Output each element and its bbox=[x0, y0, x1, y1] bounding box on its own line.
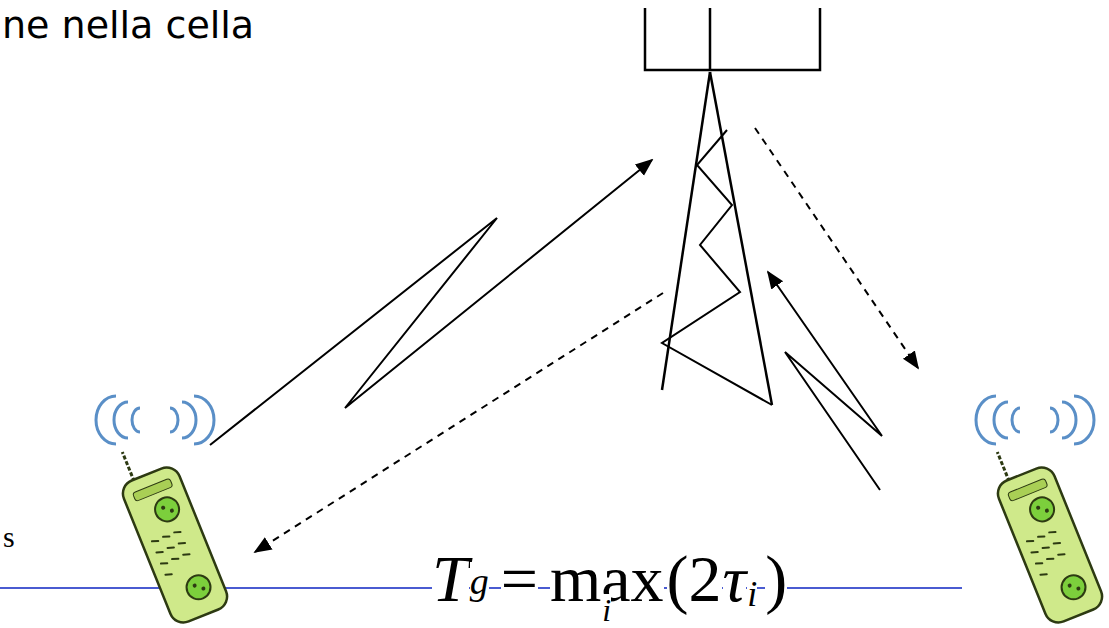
radio-waves bbox=[96, 396, 214, 444]
formula-symbol: (2 bbox=[667, 546, 722, 612]
heading-fragment: ne nella cella bbox=[2, 6, 254, 44]
uplink-arrow bbox=[210, 160, 652, 445]
formula-subscript: i bbox=[747, 576, 757, 612]
cell-tower bbox=[645, 8, 820, 405]
formula-operator: = bbox=[501, 546, 538, 612]
radio-waves bbox=[976, 396, 1094, 444]
downlink-arrow bbox=[255, 293, 663, 552]
downlink-arrow bbox=[755, 128, 918, 368]
uplink-arrow bbox=[768, 272, 882, 490]
mobile-phone bbox=[982, 435, 1106, 626]
formula-subscript: g bbox=[470, 562, 489, 600]
mobile-phone bbox=[107, 435, 231, 626]
formula-index: i bbox=[602, 594, 611, 626]
formula-symbol: T bbox=[432, 546, 469, 612]
text-fragment: s bbox=[3, 522, 15, 552]
formula-symbol: ) bbox=[765, 546, 787, 612]
signal-arrows bbox=[210, 128, 918, 552]
formula-symbol: τ bbox=[723, 546, 747, 612]
